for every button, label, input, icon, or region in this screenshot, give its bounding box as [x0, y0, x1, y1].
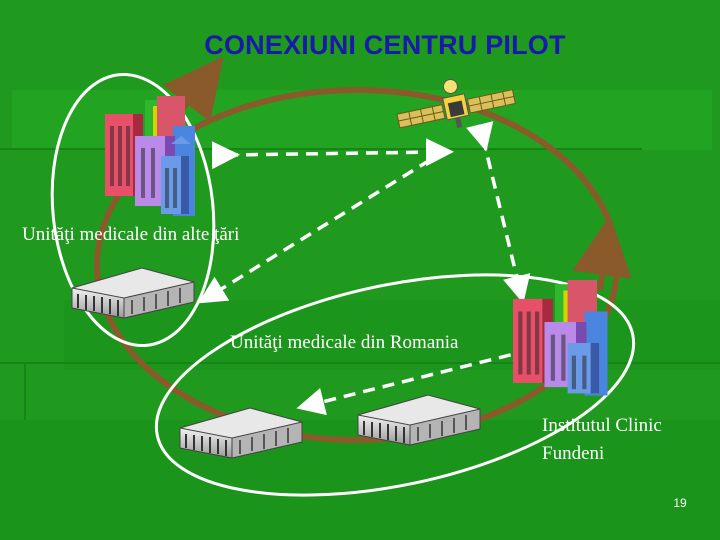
- label-fundeni-line1: Institutul Clinic: [542, 415, 662, 436]
- label-abroad-medical-units: Unităţi medicale din alte ţări: [22, 224, 240, 245]
- label-fundeni-line2: Fundeni: [542, 443, 605, 464]
- dashed-links: [198, 121, 531, 416]
- link-satellite-fundeni: [466, 121, 531, 304]
- satellite-icon: [396, 78, 516, 129]
- page-number: 19: [673, 496, 687, 510]
- link-city-satellite: [211, 138, 454, 170]
- hospital-building-icon: [179, 407, 303, 459]
- city-buildings-icon: [513, 280, 608, 396]
- romania-group-ellipse: [154, 273, 636, 497]
- ring-arrow-right: [572, 215, 632, 291]
- city-buildings-icon: [105, 96, 195, 216]
- slide-title: CONEXIUNI CENTRU PILOT: [204, 30, 566, 60]
- label-romania-medical-units: Unităţi medicale din Romania: [230, 332, 459, 353]
- hospital-building-icon: [71, 267, 195, 319]
- abroad-group-ellipse: [50, 72, 216, 348]
- label-fundeni-institute: Institutul Clinic Fundeni: [542, 412, 712, 468]
- hospital-building-icon: [357, 394, 481, 446]
- link-fundeni-romania: [296, 348, 531, 416]
- link-satellite-abroad: [198, 158, 431, 304]
